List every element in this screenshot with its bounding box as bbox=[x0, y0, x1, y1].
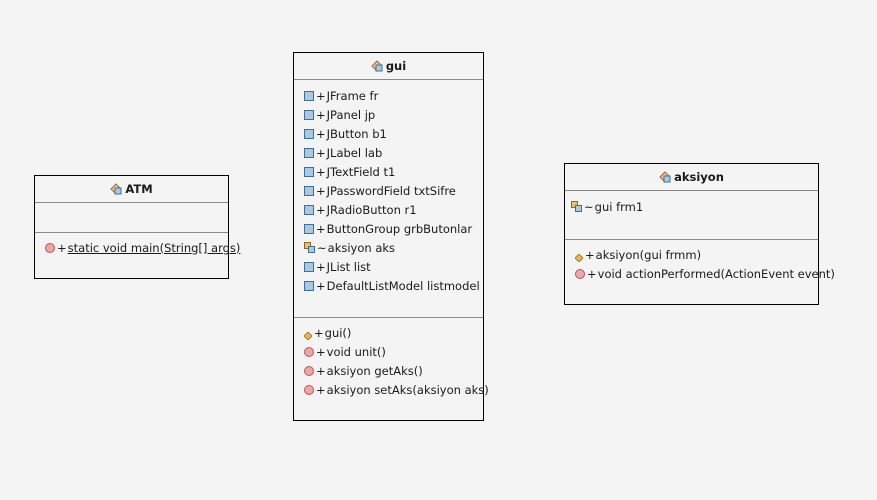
class-name-aksiyon: aksiyon bbox=[674, 170, 724, 184]
field-icon bbox=[304, 90, 314, 101]
field-declaration: JPasswordField txtSifre bbox=[326, 183, 456, 198]
visibility-marker: + bbox=[316, 202, 326, 217]
visibility-marker: + bbox=[316, 107, 326, 122]
method-icon bbox=[575, 268, 585, 279]
class-header-gui: gui bbox=[294, 53, 483, 80]
visibility-marker: + bbox=[316, 382, 326, 397]
field-icon bbox=[304, 128, 314, 139]
visibility-marker: + bbox=[316, 344, 326, 359]
method-row[interactable]: + aksiyon getAks() bbox=[294, 361, 483, 380]
association-icon bbox=[571, 201, 582, 212]
field-row[interactable]: + DefaultListModel listmodel bbox=[294, 276, 483, 295]
visibility-marker: + bbox=[316, 164, 326, 179]
methods-section-gui: + gui() + void unit() + aksiyon getAks()… bbox=[294, 318, 489, 399]
fields-section-aksiyon: ~ gui frm1 bbox=[565, 191, 818, 240]
fields-section-atm bbox=[35, 203, 228, 233]
method-icon bbox=[304, 346, 314, 357]
class-box-aksiyon[interactable]: aksiyon ~ gui frm1 + aksiyon(gui frmm) +… bbox=[564, 163, 835, 305]
visibility-marker: + bbox=[585, 247, 595, 262]
field-row[interactable]: + JFrame fr bbox=[294, 86, 483, 105]
field-row[interactable]: ~ aksiyon aks bbox=[294, 238, 483, 257]
visibility-marker: ~ bbox=[317, 240, 327, 255]
field-icon bbox=[304, 280, 314, 291]
field-icon bbox=[304, 147, 314, 158]
field-declaration: aksiyon aks bbox=[327, 240, 396, 255]
method-signature: gui() bbox=[324, 325, 352, 340]
field-declaration: gui frm1 bbox=[594, 199, 644, 214]
field-icon bbox=[304, 109, 314, 120]
field-declaration: JPanel jp bbox=[326, 107, 376, 122]
method-icon bbox=[304, 384, 314, 395]
class-name-gui: gui bbox=[385, 59, 407, 73]
visibility-marker: + bbox=[316, 145, 326, 160]
class-box-gui[interactable]: gui + JFrame fr + JPanel jp + JButton b1… bbox=[293, 52, 489, 421]
visibility-marker: + bbox=[314, 325, 324, 340]
field-declaration: DefaultListModel listmodel bbox=[326, 278, 480, 293]
method-row[interactable]: + aksiyon setAks(aksiyon aks) bbox=[294, 380, 489, 399]
method-icon bbox=[304, 365, 314, 376]
field-icon bbox=[304, 223, 314, 234]
field-declaration: JButton b1 bbox=[326, 126, 387, 141]
field-declaration: JRadioButton r1 bbox=[326, 202, 417, 217]
field-icon bbox=[304, 204, 314, 215]
class-name-atm: ATM bbox=[125, 182, 153, 196]
association-icon bbox=[304, 242, 315, 253]
static-method-icon bbox=[45, 242, 55, 253]
constructor-icon bbox=[574, 251, 584, 263]
class-icon bbox=[110, 183, 123, 195]
field-icon bbox=[304, 185, 314, 196]
visibility-marker: ~ bbox=[584, 199, 594, 214]
method-row[interactable]: + void actionPerformed(ActionEvent event… bbox=[565, 264, 835, 283]
visibility-marker: + bbox=[316, 363, 326, 378]
method-signature: aksiyon setAks(aksiyon aks) bbox=[326, 382, 489, 397]
methods-section-atm: + static void main(String[] args) bbox=[35, 233, 240, 257]
method-row[interactable]: + aksiyon(gui frmm) bbox=[565, 245, 818, 264]
methods-section-aksiyon: + aksiyon(gui frmm) + void actionPerform… bbox=[565, 240, 835, 283]
class-box-atm[interactable]: ATM + static void main(String[] args) bbox=[34, 175, 240, 279]
method-row[interactable]: + gui() bbox=[294, 323, 483, 342]
method-row[interactable]: + static void main(String[] args) bbox=[35, 238, 240, 257]
visibility-marker: + bbox=[316, 259, 326, 274]
constructor-icon bbox=[303, 329, 313, 341]
class-icon bbox=[371, 60, 383, 72]
field-declaration: JFrame fr bbox=[326, 88, 379, 103]
field-row[interactable]: + JPasswordField txtSifre bbox=[294, 181, 483, 200]
visibility-marker: + bbox=[316, 183, 326, 198]
visibility-marker: + bbox=[316, 278, 326, 293]
visibility-marker: + bbox=[316, 88, 326, 103]
field-icon bbox=[304, 261, 314, 272]
method-signature: aksiyon getAks() bbox=[326, 363, 423, 378]
field-declaration: JList list bbox=[326, 259, 371, 274]
field-row[interactable]: + ButtonGroup grbButonlar bbox=[294, 219, 483, 238]
field-row[interactable]: + JButton b1 bbox=[294, 124, 483, 143]
visibility-marker: + bbox=[316, 126, 326, 141]
field-row[interactable]: + JList list bbox=[294, 257, 483, 276]
method-signature: static void main(String[] args) bbox=[67, 240, 241, 255]
field-row[interactable]: + JTextField t1 bbox=[294, 162, 483, 181]
field-icon bbox=[304, 166, 314, 177]
field-row[interactable]: + JPanel jp bbox=[294, 105, 483, 124]
method-signature: aksiyon(gui frmm) bbox=[595, 247, 702, 262]
method-row[interactable]: + void unit() bbox=[294, 342, 483, 361]
class-icon bbox=[659, 171, 671, 183]
field-declaration: ButtonGroup grbButonlar bbox=[326, 221, 473, 236]
class-header-atm: ATM bbox=[35, 176, 228, 203]
field-row[interactable]: + JLabel lab bbox=[294, 143, 483, 162]
fields-section-gui: + JFrame fr + JPanel jp + JButton b1 + J… bbox=[294, 80, 483, 318]
method-signature: void unit() bbox=[326, 344, 386, 359]
visibility-marker: + bbox=[587, 266, 597, 281]
visibility-marker: + bbox=[57, 240, 67, 255]
field-row[interactable]: ~ gui frm1 bbox=[565, 197, 818, 216]
field-declaration: JLabel lab bbox=[326, 145, 383, 160]
class-header-aksiyon: aksiyon bbox=[565, 164, 818, 191]
visibility-marker: + bbox=[316, 221, 326, 236]
field-declaration: JTextField t1 bbox=[326, 164, 396, 179]
method-signature: void actionPerformed(ActionEvent event) bbox=[597, 266, 835, 281]
field-row[interactable]: + JRadioButton r1 bbox=[294, 200, 483, 219]
